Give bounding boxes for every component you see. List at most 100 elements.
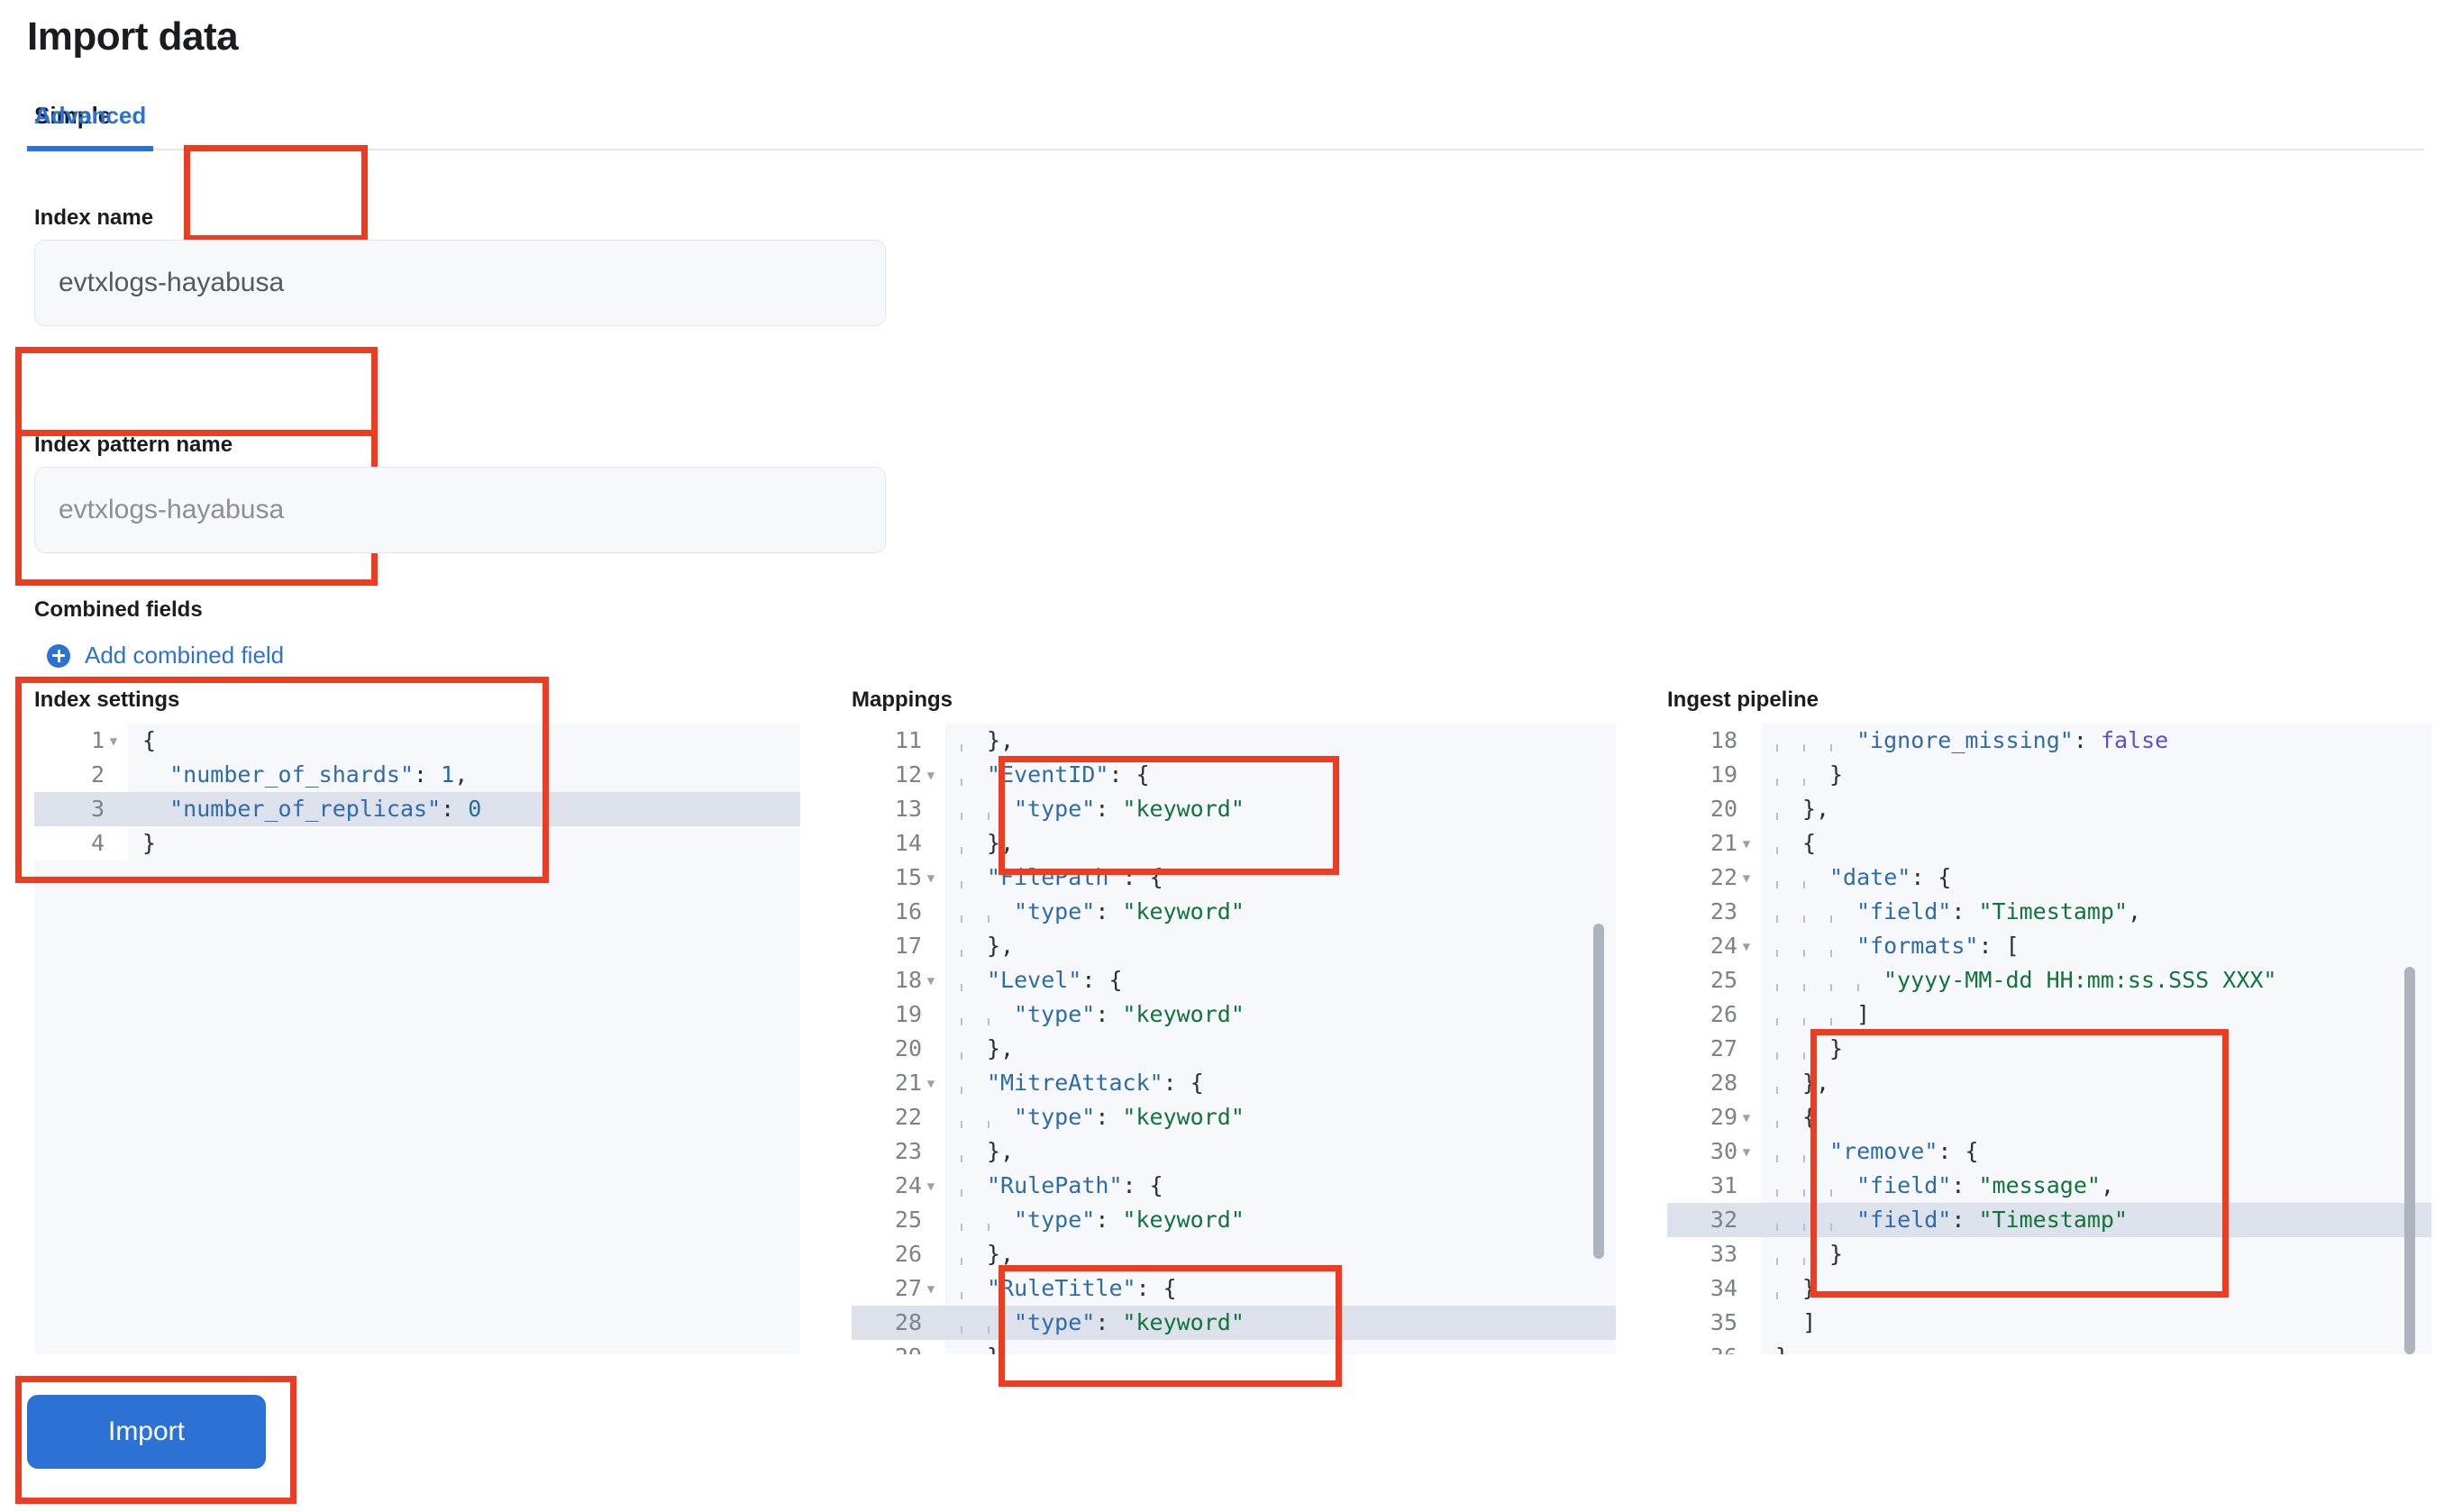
code-line[interactable]: 18▼"Level": { (852, 963, 1616, 997)
code-text: "formats": [ (1761, 929, 2431, 963)
import-button[interactable]: Import (27, 1395, 266, 1469)
code-line[interactable]: 23▼}, (852, 1134, 1616, 1169)
fold-arrow-icon[interactable]: ▼ (926, 871, 935, 886)
code-token: "Level" (987, 967, 1082, 993)
code-line[interactable]: 26▼] (1667, 997, 2431, 1032)
tab-advanced[interactable]: Advanced (27, 95, 154, 151)
code-line[interactable]: 12▼"EventID": { (852, 758, 1616, 792)
code-text: "Level": { (945, 963, 1616, 997)
code-token: : (1095, 1104, 1123, 1130)
code-token: "date" (1829, 864, 1911, 890)
code-token: "formats" (1856, 933, 1979, 959)
code-line[interactable]: 20▼}, (852, 1032, 1616, 1066)
fold-arrow-icon[interactable]: ▼ (109, 734, 118, 749)
code-token: "keyword" (1122, 796, 1245, 822)
code-line[interactable]: 29▼}, (852, 1340, 1616, 1354)
code-line[interactable]: 27▼"RuleTitle": { (852, 1271, 1616, 1306)
index-settings-editor[interactable]: 1▼{2▼ "number_of_shards": 1,3▼ "number_o… (34, 724, 800, 1354)
code-line[interactable]: 2▼ "number_of_shards": 1, (34, 758, 800, 792)
code-token: "RulePath" (987, 1172, 1123, 1198)
code-line[interactable]: 27▼} (1667, 1032, 2431, 1066)
fold-arrow-icon[interactable]: ▼ (1742, 1145, 1751, 1160)
code-token: "RuleTitle" (987, 1275, 1136, 1301)
tab-simple[interactable]: Simple (34, 102, 112, 129)
code-token: }, (987, 1343, 1014, 1354)
code-text: "field": "Timestamp" (1761, 1203, 2431, 1237)
code-line[interactable]: 25▼"type": "keyword" (852, 1203, 1616, 1237)
code-text: "type": "keyword" (945, 997, 1616, 1032)
code-token: "number_of_replicas" (169, 796, 442, 822)
code-line[interactable]: 36▼} (1667, 1340, 2431, 1354)
code-line[interactable]: 13▼"type": "keyword" (852, 792, 1616, 826)
code-line[interactable]: 19▼} (1667, 758, 2431, 792)
code-line[interactable]: 22▼"type": "keyword" (852, 1100, 1616, 1134)
code-token: } (1829, 761, 1844, 788)
line-number: 18▼ (852, 963, 945, 997)
code-line[interactable]: 22▼"date": { (1667, 861, 2431, 895)
fold-arrow-icon[interactable]: ▼ (926, 1180, 935, 1194)
code-token: "keyword" (1122, 1104, 1245, 1130)
code-line[interactable]: 21▼{ (1667, 826, 2431, 861)
code-line[interactable]: 23▼"field": "Timestamp", (1667, 895, 2431, 929)
line-number: 17▼ (852, 929, 945, 963)
code-text: { (1761, 1100, 2431, 1134)
code-line[interactable]: 1▼{ (34, 724, 800, 758)
add-combined-field-link[interactable]: Add combined field (47, 642, 284, 669)
code-line[interactable]: 11▼}, (852, 724, 1616, 758)
code-line[interactable]: 24▼"formats": [ (1667, 929, 2431, 963)
code-token: }, (987, 1241, 1015, 1267)
code-line[interactable]: 17▼}, (852, 929, 1616, 963)
code-text: "type": "keyword" (945, 792, 1616, 826)
page-title: Import data (27, 14, 239, 59)
code-token: "keyword" (1122, 898, 1245, 925)
code-line[interactable]: 14▼}, (852, 826, 1616, 861)
code-line[interactable]: 18▼"ignore_missing": false (1667, 724, 2431, 758)
code-line[interactable]: 4▼} (34, 826, 800, 861)
code-line[interactable]: 26▼}, (852, 1237, 1616, 1271)
code-line[interactable]: 28▼}, (1667, 1066, 2431, 1100)
ingest-pipeline-editor[interactable]: 18▼"ignore_missing": false19▼}20▼},21▼{2… (1667, 724, 2431, 1354)
fold-arrow-icon[interactable]: ▼ (1742, 871, 1751, 886)
fold-arrow-icon[interactable]: ▼ (1742, 940, 1751, 954)
line-number: 13▼ (852, 792, 945, 826)
fold-arrow-icon[interactable]: ▼ (926, 1077, 935, 1091)
fold-arrow-icon[interactable]: ▼ (926, 1282, 935, 1297)
code-line[interactable]: 3▼ "number_of_replicas": 0 (34, 792, 800, 826)
code-line[interactable]: 15▼"FilePath": { (852, 861, 1616, 895)
code-line[interactable]: 20▼}, (1667, 792, 2431, 826)
index-name-label: Index name (34, 205, 154, 230)
code-text: } (1761, 1237, 2431, 1271)
code-line[interactable]: 33▼} (1667, 1237, 2431, 1271)
index-name-input[interactable]: evtxlogs-hayabusa (34, 240, 886, 326)
code-line[interactable]: 30▼"remove": { (1667, 1134, 2431, 1169)
ingest-pipeline-scrollbar[interactable] (2404, 967, 2415, 1354)
code-token: "keyword" (1122, 1207, 1245, 1233)
code-token: : [ (1978, 933, 2020, 959)
code-text: { (1761, 826, 2431, 861)
fold-arrow-icon[interactable]: ▼ (926, 769, 935, 783)
mappings-editor[interactable]: 11▼},12▼"EventID": {13▼"type": "keyword"… (852, 724, 1616, 1354)
code-token: } (1802, 1275, 1817, 1301)
code-line[interactable]: 21▼"MitreAttack": { (852, 1066, 1616, 1100)
code-line[interactable]: 28▼"type": "keyword" (852, 1306, 1616, 1340)
code-line[interactable]: 29▼{ (1667, 1100, 2431, 1134)
code-line[interactable]: 31▼"field": "message", (1667, 1169, 2431, 1203)
code-line[interactable]: 34▼} (1667, 1271, 2431, 1306)
mappings-scrollbar[interactable] (1593, 924, 1604, 1259)
fold-arrow-icon[interactable]: ▼ (926, 974, 935, 988)
create-index-pattern-checkbox[interactable]: Create index pattern (34, 365, 320, 396)
index-pattern-name-input[interactable]: evtxlogs-hayabusa (34, 467, 886, 553)
fold-arrow-icon[interactable]: ▼ (1742, 837, 1751, 852)
code-line[interactable]: 24▼"RulePath": { (852, 1169, 1616, 1203)
line-number: 24▼ (852, 1169, 945, 1203)
code-line[interactable]: 19▼"type": "keyword" (852, 997, 1616, 1032)
code-line[interactable]: 35▼ ] (1667, 1306, 2431, 1340)
code-line[interactable]: 25▼"yyyy-MM-dd HH:mm:ss.SSS XXX" (1667, 963, 2431, 997)
line-number: 11▼ (852, 724, 945, 758)
code-line[interactable]: 32▼"field": "Timestamp" (1667, 1203, 2431, 1237)
code-text: }, (1761, 1066, 2431, 1100)
code-line[interactable]: 16▼"type": "keyword" (852, 895, 1616, 929)
fold-arrow-icon[interactable]: ▼ (1742, 1111, 1751, 1125)
code-text: "RulePath": { (945, 1169, 1616, 1203)
line-number: 1▼ (34, 724, 128, 758)
